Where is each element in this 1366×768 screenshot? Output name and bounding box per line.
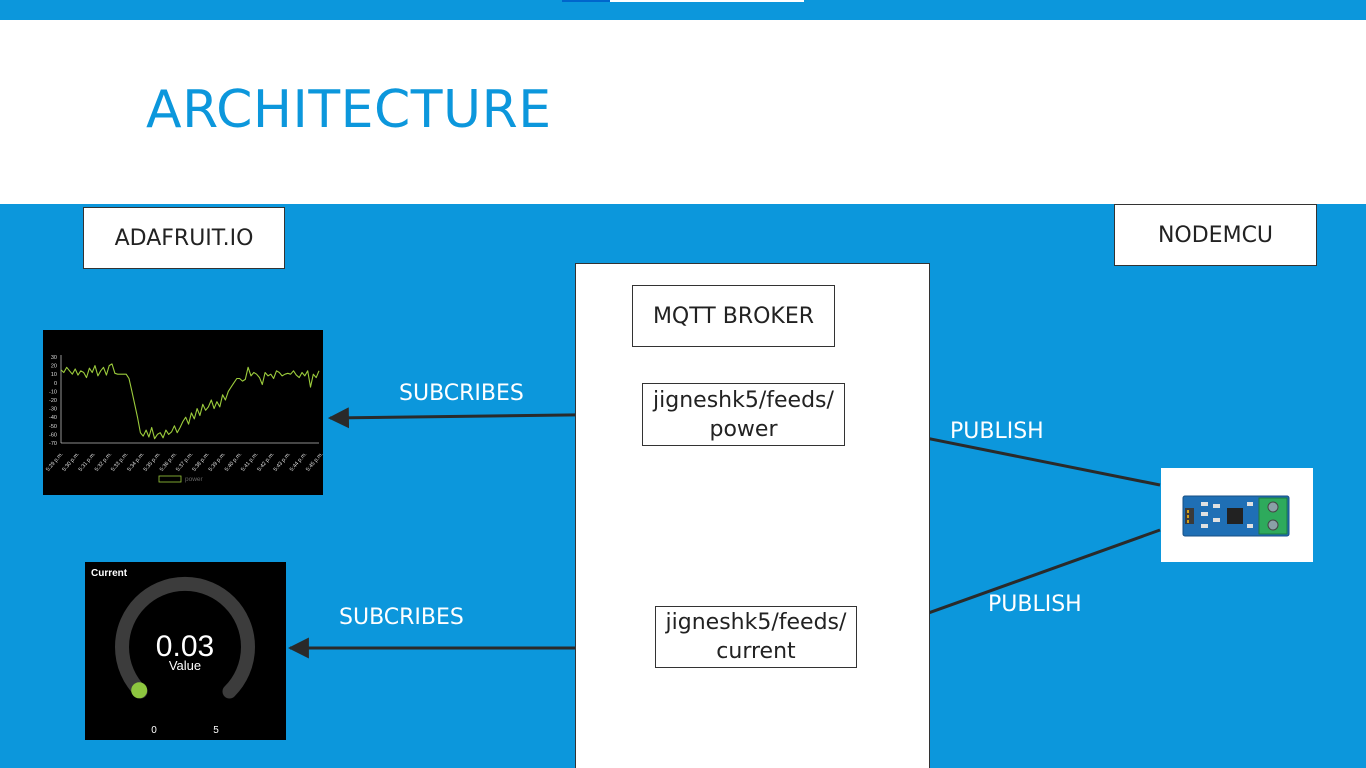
gauge-track bbox=[115, 576, 255, 699]
chart-y-tick-label: 10 bbox=[51, 372, 57, 378]
top-bar-mark-light bbox=[610, 0, 804, 2]
chart-y-tick-label: -50 bbox=[49, 424, 57, 430]
chart-y-tick-label: -70 bbox=[49, 441, 57, 447]
chart-y-tick-label: -10 bbox=[49, 389, 57, 395]
chart-y-tick-label: 20 bbox=[51, 364, 57, 370]
chart-legend-swatch bbox=[158, 475, 182, 483]
adafruit-box: ADAFRUIT.IO bbox=[83, 207, 285, 269]
nodemcu-box: NODEMCU bbox=[1114, 204, 1317, 266]
chart-y-tick-label: -60 bbox=[49, 432, 57, 438]
chart-y-tick-label: -30 bbox=[49, 407, 57, 413]
broker-container bbox=[575, 263, 930, 768]
chart-series-power bbox=[60, 363, 320, 440]
current-sensor-board-icon bbox=[1182, 495, 1290, 537]
gauge-value: 0.03 bbox=[156, 630, 214, 663]
slide-title: ARCHITECTURE bbox=[146, 80, 552, 140]
publish-current-label: PUBLISH bbox=[988, 592, 1082, 617]
chart-y-tick-label: 0 bbox=[54, 381, 57, 387]
feed-power-label: jigneshk5/feeds/ power bbox=[653, 387, 834, 442]
gauge-max-label: 5 bbox=[213, 725, 219, 736]
feed-current-box: jigneshk5/feeds/ current bbox=[655, 606, 857, 668]
current-gauge-panel: Current 0.03 Value 0 5 bbox=[85, 562, 286, 740]
chart-y-tick-label: -20 bbox=[49, 398, 57, 404]
chart-legend-label: power bbox=[185, 476, 204, 483]
adafruit-label: ADAFRUIT.IO bbox=[114, 225, 254, 251]
top-accent-bar bbox=[0, 0, 1366, 20]
chart-y-tick-label: -40 bbox=[49, 415, 57, 421]
chart-y-tick-label: 30 bbox=[51, 355, 57, 361]
subscribe-power-label: SUBCRIBES bbox=[399, 381, 524, 406]
nodemcu-label: NODEMCU bbox=[1157, 222, 1274, 248]
chart-x-tick-label: 5:45 p.m. bbox=[305, 451, 323, 473]
subscribe-current-label: SUBCRIBES bbox=[339, 605, 464, 630]
gauge-title: Current bbox=[91, 568, 128, 579]
mqtt-broker-label: MQTT BROKER bbox=[652, 303, 815, 329]
gauge-min-label: 0 bbox=[151, 725, 157, 736]
top-bar-mark-dark bbox=[562, 0, 610, 2]
gauge-value-label: Value bbox=[169, 658, 201, 673]
feed-current-label: jigneshk5/feeds/ current bbox=[665, 610, 847, 664]
mqtt-broker-box: MQTT BROKER bbox=[632, 285, 835, 347]
current-gauge: Current 0.03 Value 0 5 bbox=[91, 568, 255, 736]
feed-power-box: jigneshk5/feeds/ power bbox=[642, 383, 845, 446]
publish-power-label: PUBLISH bbox=[950, 419, 1044, 444]
gauge-value-indicator bbox=[131, 682, 148, 699]
sensor-image-card bbox=[1161, 468, 1313, 562]
